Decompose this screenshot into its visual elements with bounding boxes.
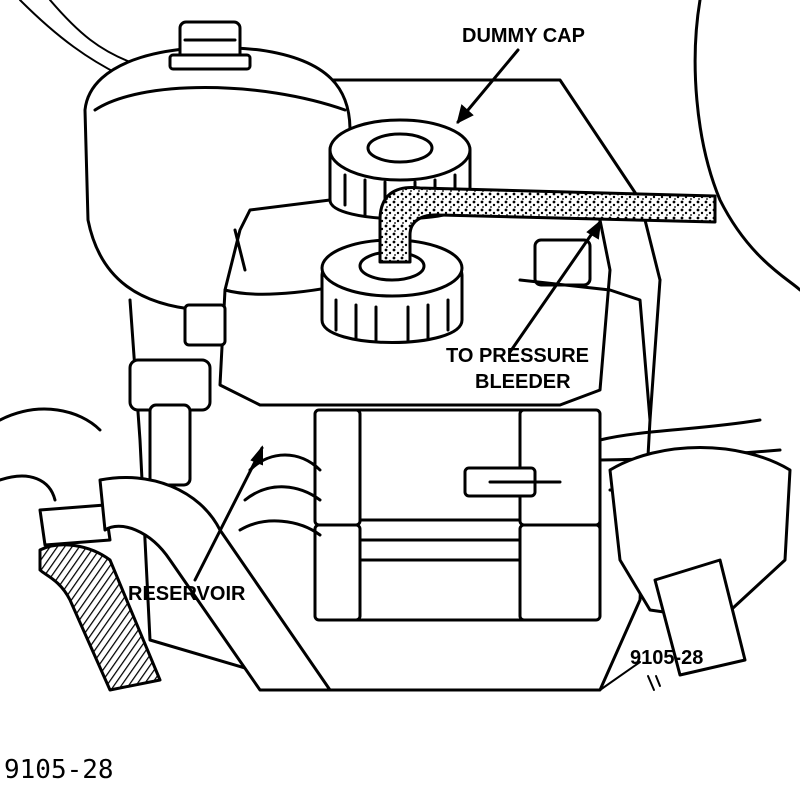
shop-cloth xyxy=(608,446,792,622)
dummy-cap-leader xyxy=(456,48,520,124)
background-wire xyxy=(19,0,121,76)
valve-body xyxy=(313,408,602,622)
pressure-bleeder-label-line2: BLEEDER xyxy=(475,371,571,393)
pressure-bleeder-arrowhead xyxy=(586,219,602,240)
accumulator-bracket xyxy=(328,78,662,282)
background-wire xyxy=(49,0,131,63)
frame-edge xyxy=(0,407,102,502)
figure-number: 9105-28 xyxy=(4,755,114,785)
reservoir-leader xyxy=(193,446,264,582)
mounting-bracket xyxy=(653,558,747,677)
pressure-bleeder-label-line1: TO PRESSURE xyxy=(446,345,589,367)
wiring-harness xyxy=(238,453,322,537)
dummy-cap-label: DUMMY CAP xyxy=(462,25,585,47)
dummy-cap-arrowhead xyxy=(456,104,474,124)
hose-clamp xyxy=(38,503,112,547)
bleeder-hose xyxy=(378,185,717,264)
figure-tag-label: 9105-28 xyxy=(630,647,703,669)
background-pipe xyxy=(693,0,800,292)
reservoir-label: RESERVOIR xyxy=(128,583,246,605)
engine-block xyxy=(128,278,662,692)
flexible-hose xyxy=(38,543,162,692)
reservoir-arrowhead xyxy=(250,445,263,466)
figure-tag-leader xyxy=(599,661,641,691)
figure-tag-tick xyxy=(647,675,661,691)
pressure-bleeder-leader xyxy=(508,220,602,354)
bolt-connector xyxy=(128,303,227,487)
bleeder-adapter-cap xyxy=(320,238,464,344)
rubber-hose xyxy=(98,475,332,692)
